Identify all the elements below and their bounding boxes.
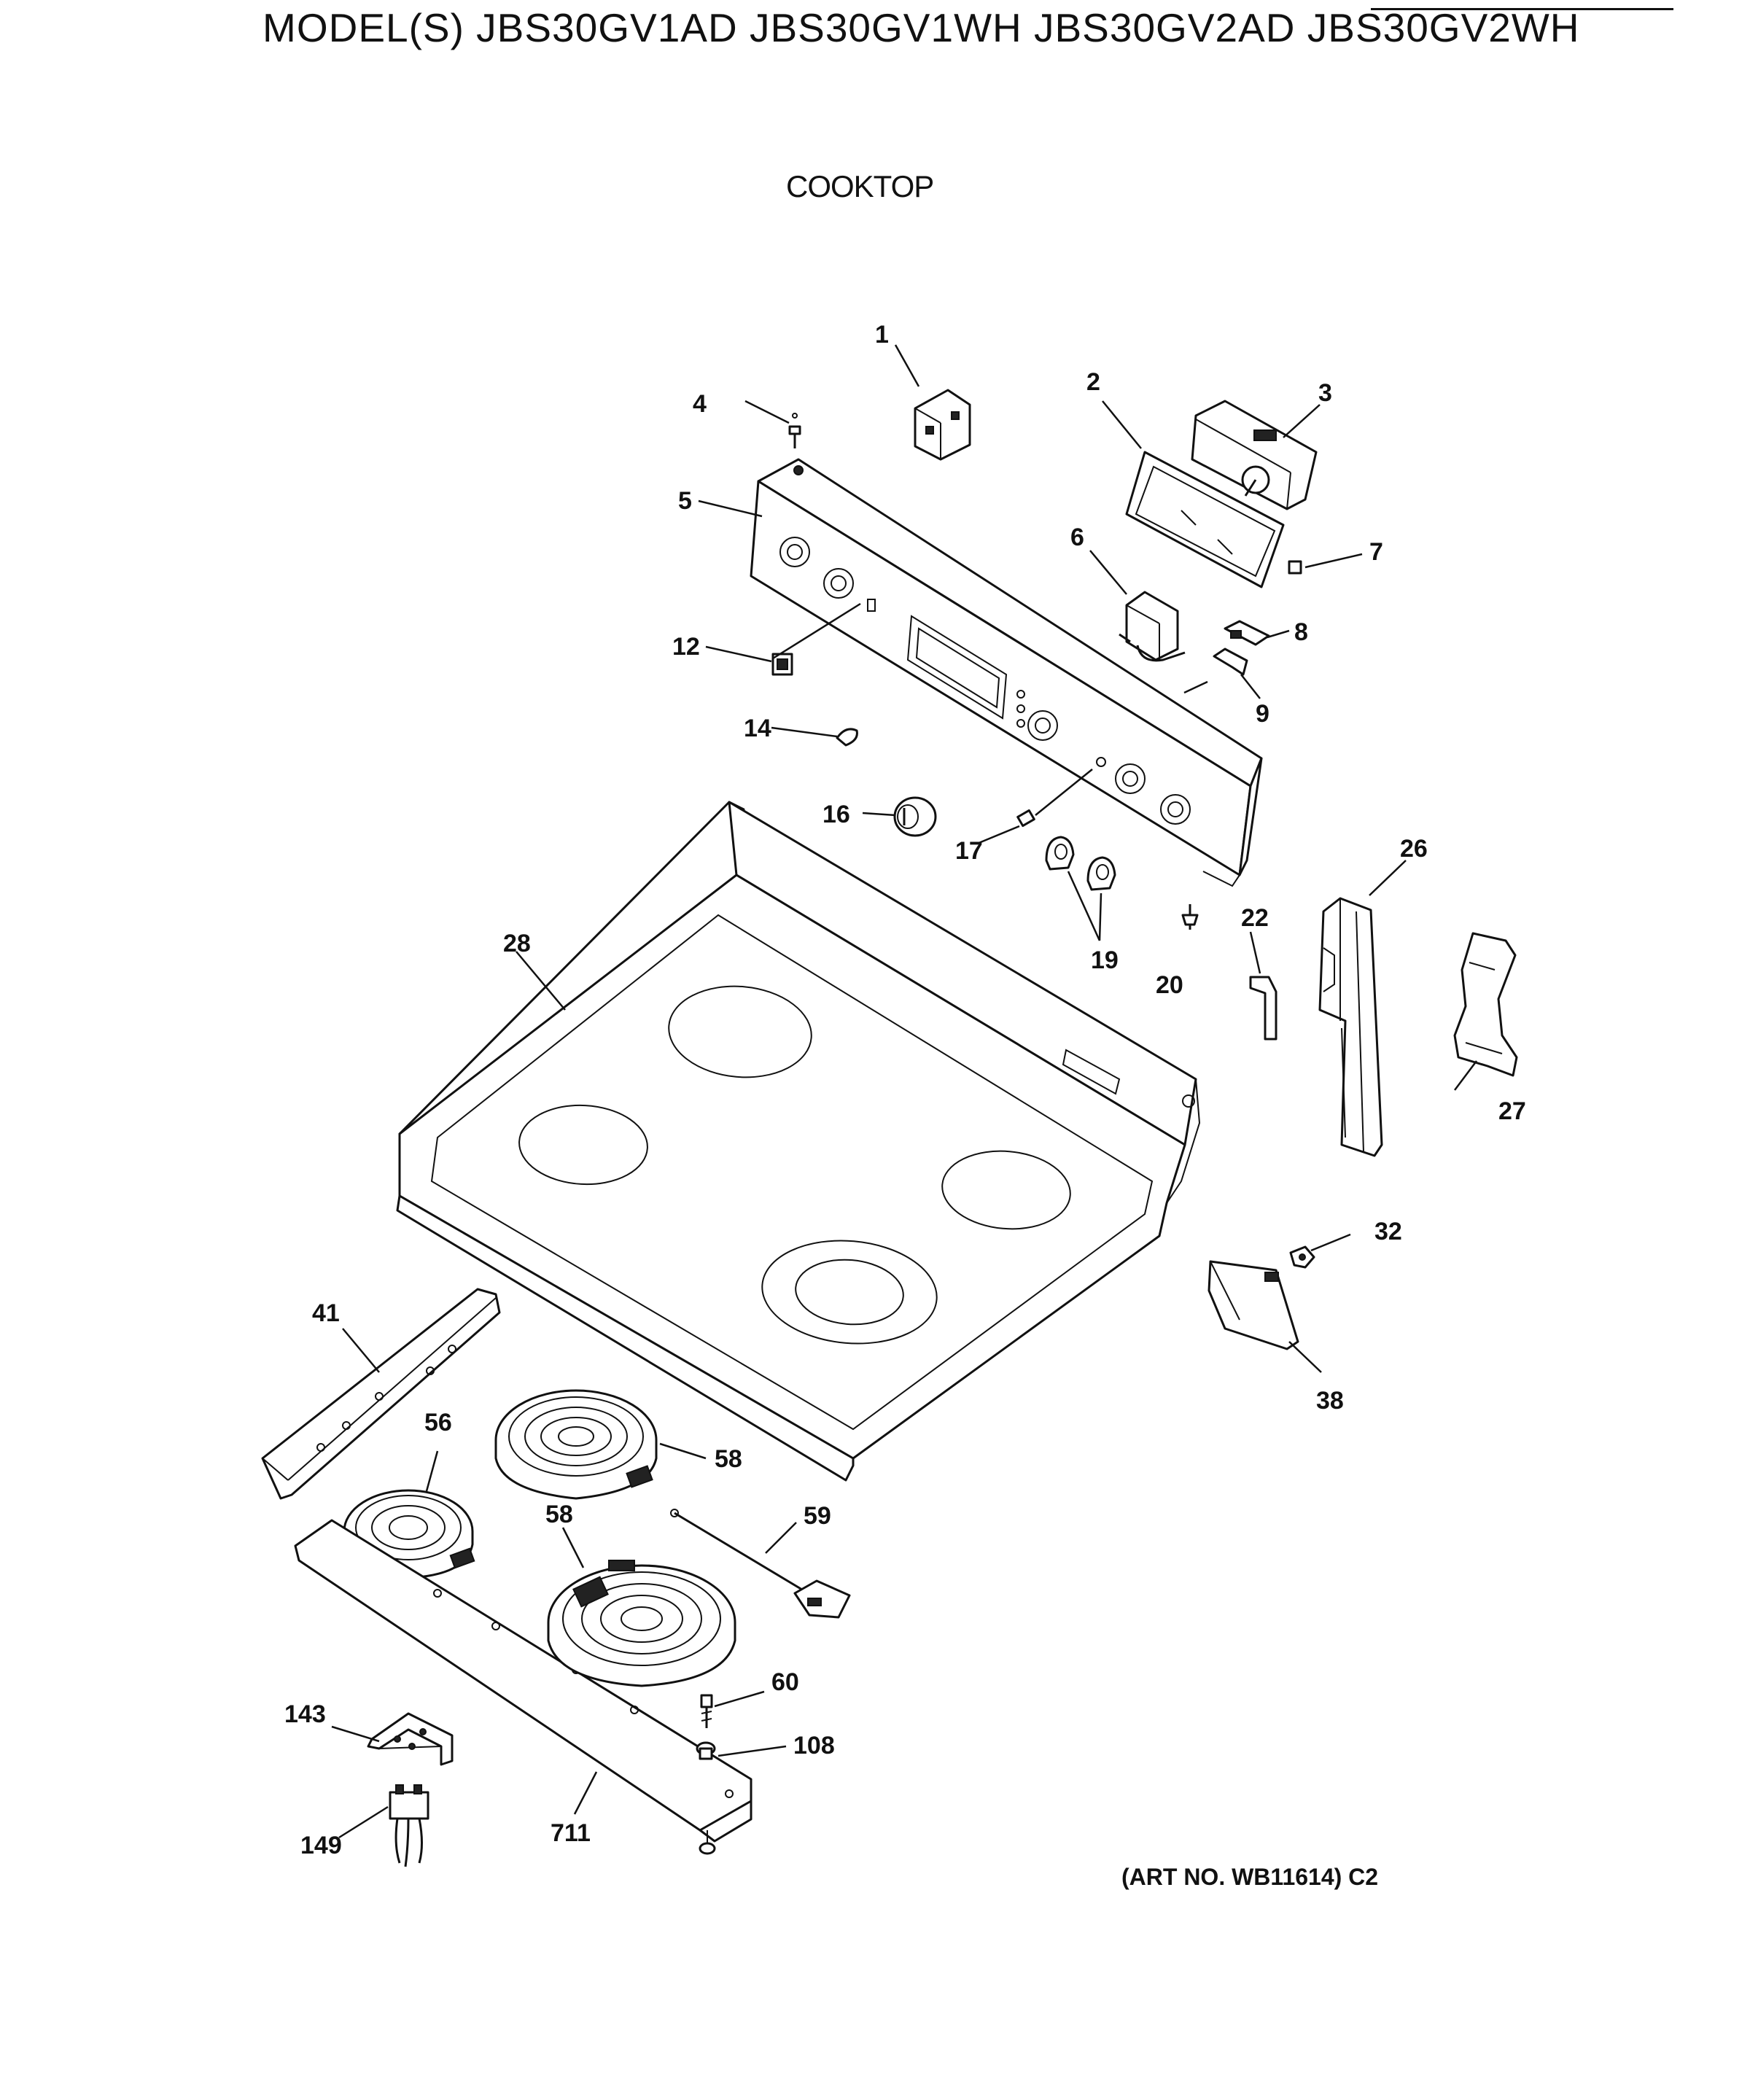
light-bracket-part bbox=[1213, 648, 1248, 676]
spring-clip-part bbox=[1181, 904, 1199, 930]
callout-8: 22 bbox=[1241, 904, 1269, 932]
clip-part bbox=[1288, 560, 1302, 575]
callout-27: 108 bbox=[793, 1732, 835, 1759]
callout-4: 19 bbox=[1091, 946, 1119, 974]
model-list-title: MODEL(S) JBS30GV1AD JBS30GV1WH JBS30GV2A… bbox=[262, 5, 1580, 50]
nut-part bbox=[699, 1830, 716, 1855]
callout-16: 3 bbox=[1318, 379, 1332, 407]
callout-12: 16 bbox=[822, 801, 850, 828]
callout-17: 14 bbox=[744, 715, 771, 742]
callout-20: 2 bbox=[1086, 368, 1100, 396]
callout-28: 60 bbox=[771, 1668, 799, 1696]
screw-part bbox=[788, 413, 801, 448]
diagram-subtitle: COOKTOP bbox=[786, 169, 934, 203]
callout-38: 38 bbox=[1316, 1387, 1344, 1415]
indicator-light-part bbox=[1224, 620, 1270, 646]
standoff-part bbox=[696, 1741, 716, 1760]
surface-unit-large-upper-part bbox=[494, 1389, 658, 1500]
callout-3: 1 bbox=[875, 321, 889, 349]
callout-26: 32 bbox=[1374, 1218, 1402, 1245]
nut-clip-part bbox=[1289, 1245, 1315, 1269]
infinite-switch-part bbox=[914, 389, 971, 461]
callout-59: 41 bbox=[312, 1299, 340, 1327]
leveling-screw-part bbox=[700, 1694, 713, 1728]
control-panel-part bbox=[750, 458, 1263, 887]
callout-19: 26 bbox=[1400, 835, 1428, 863]
clock-timer-part bbox=[1191, 400, 1318, 510]
support-bracket-part bbox=[261, 1288, 501, 1500]
callout-leader-lines bbox=[331, 344, 1477, 1839]
terminal-bracket-part bbox=[367, 1712, 454, 1766]
clock-window-part bbox=[1125, 451, 1285, 588]
cooktop-main-top-part bbox=[396, 801, 1201, 1482]
timer-knob-part bbox=[893, 796, 937, 837]
shaft-pin-part bbox=[1016, 809, 1035, 828]
callout-14: 6 bbox=[1070, 524, 1084, 551]
callout-58-upper: 58 bbox=[715, 1445, 742, 1473]
callout-41: 12 bbox=[672, 633, 700, 661]
knob-insert-part bbox=[836, 728, 858, 747]
callout-5: 8 bbox=[1294, 618, 1308, 646]
surface-unit-large-lower-part bbox=[547, 1560, 736, 1687]
callout-2: 5 bbox=[678, 487, 692, 515]
callout-56: 56 bbox=[424, 1409, 452, 1436]
callout-108: 20 bbox=[1156, 971, 1183, 999]
terminal-block-cover-part bbox=[1208, 1260, 1299, 1350]
end-cap-part bbox=[1453, 932, 1518, 1077]
rocker-switch-part bbox=[771, 653, 793, 676]
surface-unit-knobs-part bbox=[1045, 836, 1116, 891]
callout-711: 143 bbox=[284, 1700, 326, 1728]
callout-58-lower: 58 bbox=[545, 1501, 573, 1528]
wire-harness-part bbox=[670, 1509, 851, 1619]
terminal-block-part bbox=[389, 1784, 429, 1867]
callout-32: 711 bbox=[551, 1819, 591, 1847]
callout-60: 59 bbox=[804, 1502, 831, 1530]
callout-9: 27 bbox=[1498, 1097, 1526, 1125]
selector-switch-part bbox=[1119, 591, 1186, 662]
callout-1: 28 bbox=[503, 930, 531, 957]
callout-7: 17 bbox=[955, 837, 983, 865]
callout-6: 9 bbox=[1256, 700, 1269, 728]
header-rule bbox=[1371, 8, 1673, 10]
callout-22: 149 bbox=[300, 1832, 342, 1859]
callout-149: 7 bbox=[1369, 538, 1383, 566]
bracket-part bbox=[1249, 976, 1278, 1041]
art-number-label: (ART NO. WB11614) C2 bbox=[1121, 1864, 1379, 1890]
side-trim-part bbox=[1318, 897, 1383, 1157]
callout-143: 4 bbox=[693, 390, 707, 418]
